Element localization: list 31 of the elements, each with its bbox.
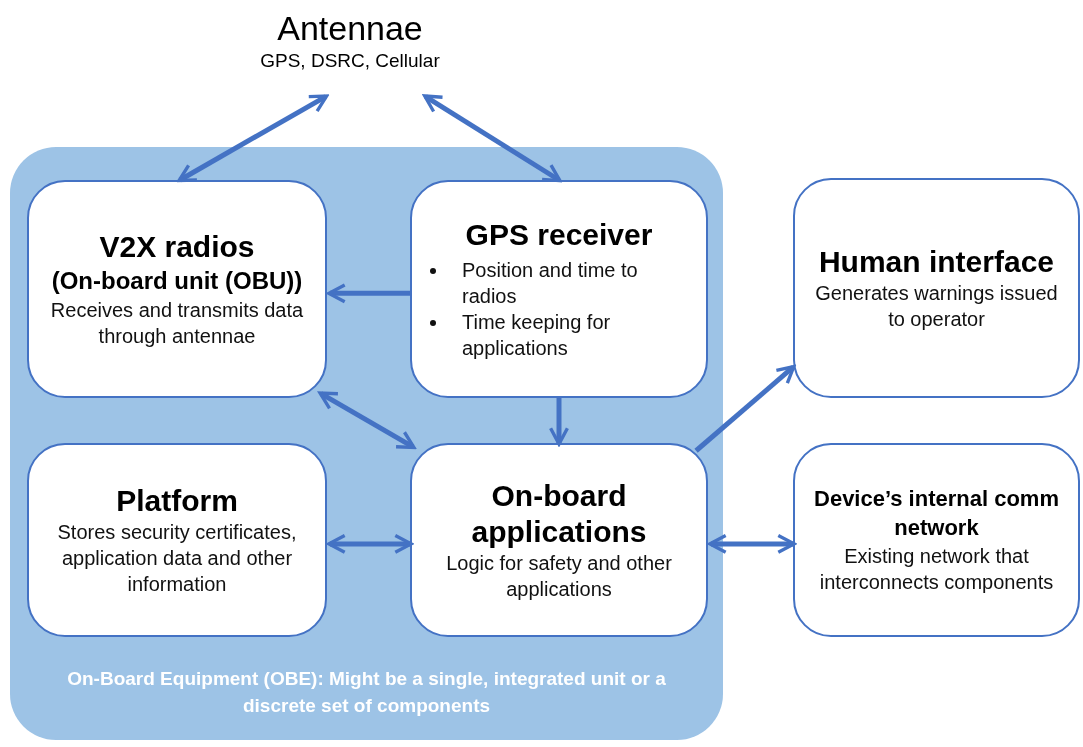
arrow	[177, 94, 329, 183]
arrow	[548, 398, 570, 446]
arrow	[327, 283, 410, 304]
component-box	[410, 443, 708, 637]
component-box	[27, 180, 327, 398]
box-heading: Human interface	[818, 244, 1055, 280]
bullet-item: Time keeping for applications	[462, 309, 666, 361]
group-panel	[10, 147, 723, 740]
box-heading: Device’s internal comm network	[813, 485, 1060, 542]
box-heading: V2X radios	[99, 229, 255, 266]
subtitle: GPS, DSRC, Cellular	[259, 48, 441, 73]
arrow	[327, 533, 413, 554]
arrow	[708, 533, 796, 554]
box-heading: GPS receiver	[465, 217, 653, 253]
panel-caption: On-Board Equipment (OBE): Might be a single, integrated unit or a discrete set of components	[66, 666, 667, 719]
box-heading: Platform	[116, 483, 238, 519]
box-description: Receives and transmits data through antennae	[49, 297, 305, 349]
box-description: Logic for safety and other applications	[445, 551, 673, 602]
component-box	[410, 180, 708, 398]
box-subheading: (On-board unit (OBU))	[51, 266, 303, 297]
heading: Antennae	[276, 8, 424, 49]
bullet-item: Position and time to radios	[462, 257, 666, 309]
arrow	[318, 391, 416, 450]
box-heading: On-board applications	[470, 478, 648, 550]
component-box	[793, 443, 1080, 637]
box-description: Existing network that interconnects components	[818, 543, 1055, 595]
box-description: Generates warnings issued to operator	[814, 281, 1059, 332]
arrow	[423, 94, 562, 183]
component-box	[793, 178, 1080, 398]
component-box	[27, 443, 327, 637]
box-description: Stores security certificates, application data and other information	[56, 520, 298, 597]
